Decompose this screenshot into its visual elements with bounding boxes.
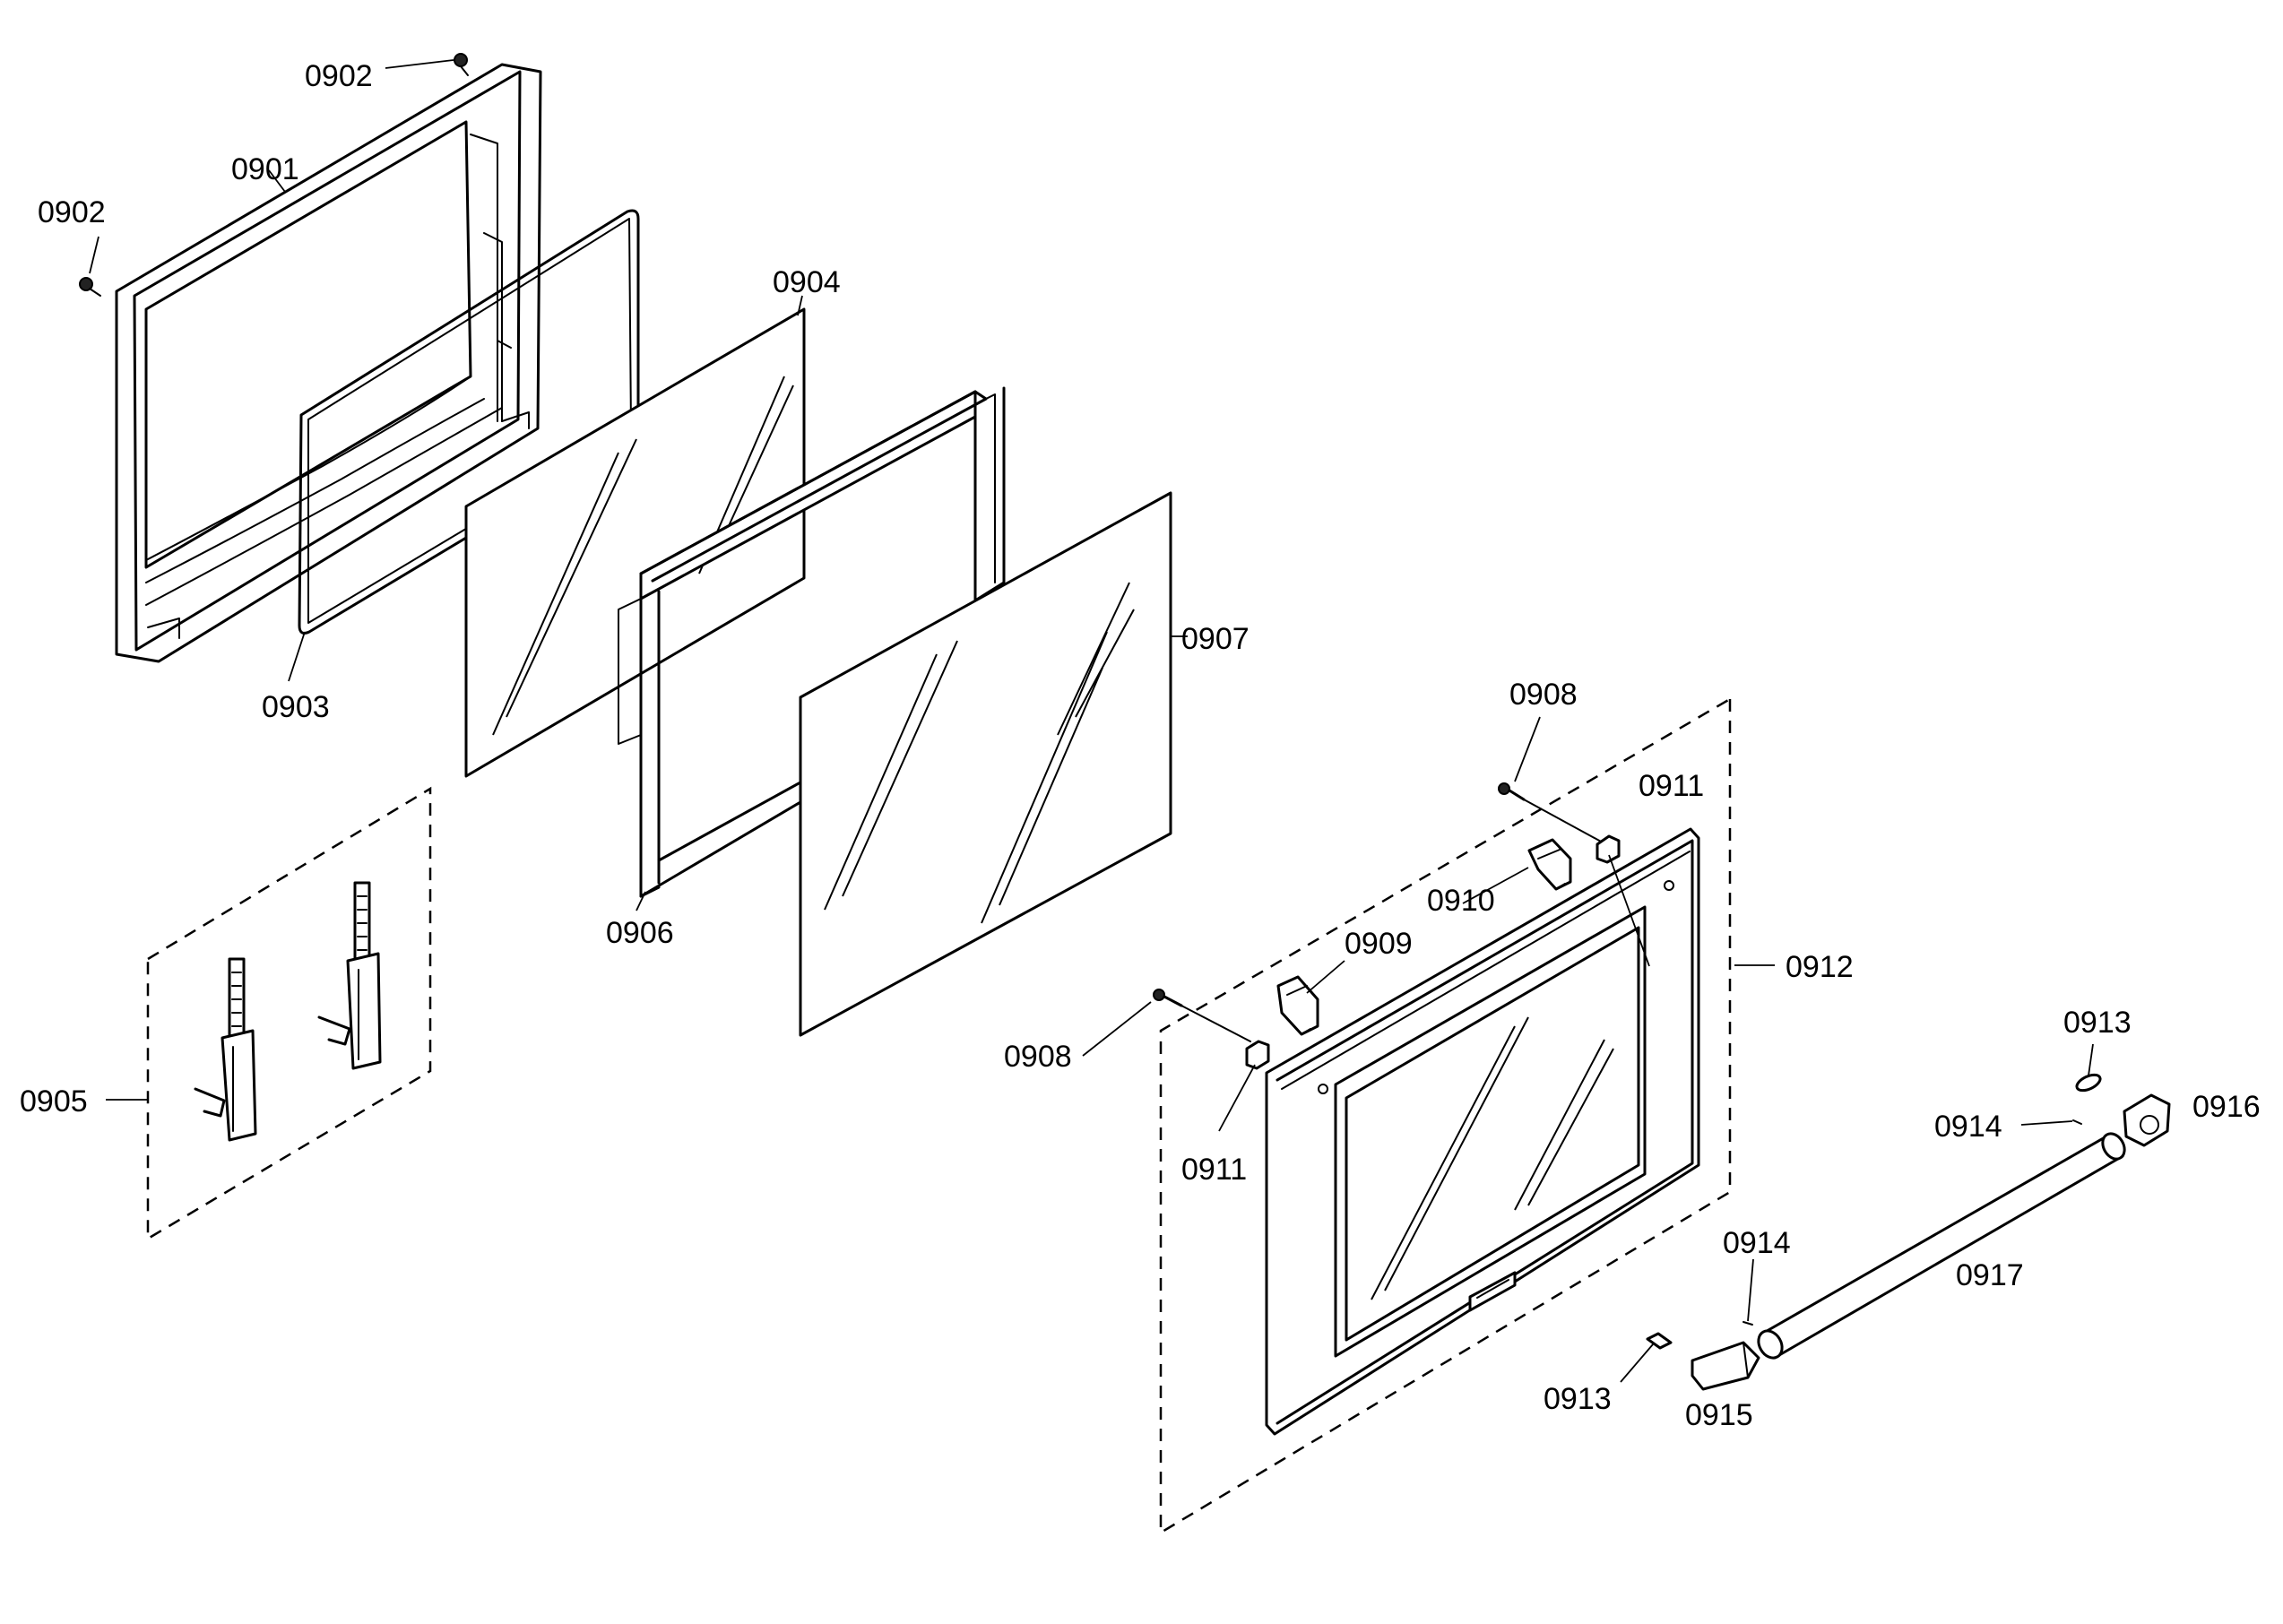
- handle-end-cap: [1691, 1341, 1760, 1391]
- label-0913: 0913: [1544, 1382, 1612, 1416]
- screw: [1498, 782, 1604, 843]
- spacer: [1596, 834, 1621, 864]
- label-0909: 0909: [1345, 927, 1413, 961]
- glass-pane: [464, 307, 806, 778]
- leader-lines: [89, 59, 2094, 1383]
- label-0907: 0907: [1181, 622, 1250, 656]
- handle-end-cap: [2123, 1093, 2171, 1147]
- handle-tube: [1757, 1132, 2126, 1360]
- inner-door-frame: [115, 63, 542, 663]
- clip: [1646, 1332, 1673, 1350]
- outer-door-panel: [1265, 827, 1700, 1436]
- label-0902: 0902: [38, 195, 106, 229]
- label-0901: 0901: [231, 152, 299, 186]
- spacer: [1245, 1040, 1270, 1070]
- label-0913: 0913: [2063, 1006, 2132, 1040]
- label-0905: 0905: [20, 1084, 88, 1119]
- label-0902: 0902: [305, 59, 373, 93]
- label-0917: 0917: [1956, 1258, 2024, 1292]
- label-0910: 0910: [1427, 884, 1495, 918]
- label-0911: 0911: [1181, 1153, 1247, 1187]
- label-0915: 0915: [1685, 1398, 1753, 1432]
- label-0908: 0908: [1004, 1040, 1072, 1074]
- bracket: [1276, 975, 1319, 1036]
- label-0912: 0912: [1786, 950, 1854, 984]
- outer-door-panel-group: [1159, 696, 1732, 1535]
- pin: [2072, 1119, 2082, 1125]
- screw: [454, 53, 469, 76]
- hinge: [194, 957, 257, 1142]
- hinge-group: [146, 786, 432, 1241]
- pin: [1743, 1321, 1753, 1326]
- hinge: [317, 881, 382, 1070]
- label-0914: 0914: [1934, 1110, 2002, 1144]
- label-0906: 0906: [606, 916, 674, 950]
- label-0908: 0908: [1509, 678, 1578, 712]
- outer-glass-pane: [799, 491, 1172, 1037]
- bracket: [1527, 838, 1572, 891]
- screw: [1153, 989, 1251, 1042]
- clip: [2075, 1073, 2102, 1093]
- label-0904: 0904: [773, 265, 841, 299]
- label-0916: 0916: [2192, 1090, 2261, 1124]
- part-labels: 0902 0902 0901 0903 0904 0905 0906 0907 …: [20, 59, 2261, 1432]
- screw: [79, 277, 101, 297]
- label-0914: 0914: [1723, 1226, 1791, 1260]
- label-0911: 0911: [1639, 769, 1704, 803]
- label-0903: 0903: [262, 690, 330, 724]
